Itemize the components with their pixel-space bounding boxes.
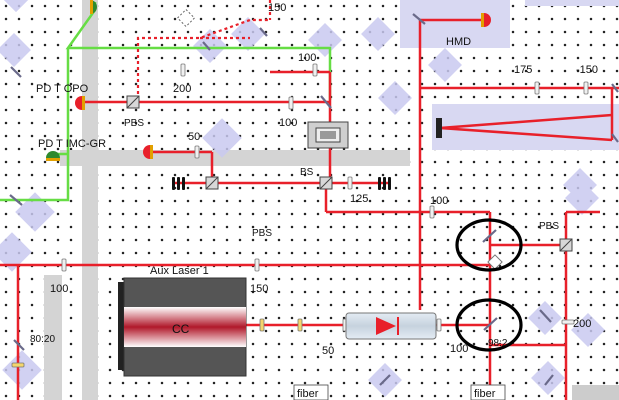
label-ratio-80-20: 80:20 — [30, 334, 55, 345]
distance-100-left: 100 — [50, 283, 68, 295]
distance-50-upper: 50 — [188, 131, 200, 143]
distance-200-right: 200 — [573, 318, 591, 330]
beam-splitter-cubes — [126, 95, 573, 252]
component-labels: PD T OPO PBS PD T IMC-GR BS PBS PBS HMD … — [30, 36, 559, 400]
label-cc: CC — [172, 322, 190, 336]
distance-100-top: 100 — [298, 52, 316, 64]
distance-100-bottom: 100 — [450, 343, 468, 355]
label-bs: BS — [300, 167, 314, 178]
red-beam — [0, 18, 619, 400]
waveplate-small — [487, 254, 503, 270]
label-fiber-2: fiber — [474, 388, 496, 400]
lenses — [11, 63, 589, 368]
label-pbs-right: PBS — [539, 221, 559, 232]
aux-laser-1 — [118, 277, 247, 377]
distance-neg150: -150 — [576, 64, 598, 76]
label-pd-t-imc: PD T IMC-GR — [38, 138, 106, 150]
label-fiber-1: fiber — [297, 388, 319, 400]
long-cavity-end — [436, 118, 442, 138]
label-ratio-98-2: 98:2 — [488, 338, 508, 349]
cavity-mount — [307, 121, 349, 149]
distance-100-mid: 100 — [279, 117, 297, 129]
label-pd-t-opo: PD T OPO — [36, 83, 89, 95]
distance-100-right: 100 — [430, 195, 448, 207]
distance-50-lower: 50 — [322, 345, 334, 357]
distance-labels: 150 100 200 100 50 175 -150 125 100 100 … — [50, 2, 598, 357]
distance-150-lower: 150 — [250, 283, 268, 295]
mirrors — [9, 13, 619, 386]
label-hmd: HMD — [446, 36, 471, 48]
distance-200: 200 — [173, 83, 191, 95]
label-aux-laser: Aux Laser 1 — [150, 265, 209, 277]
distance-150-top: 150 — [268, 2, 286, 14]
label-pbs-top: PBS — [124, 118, 144, 129]
annotation-circles — [455, 218, 523, 352]
dotted-beam — [136, 0, 272, 100]
label-pbs-mid: PBS — [252, 228, 272, 239]
beam-dumps — [172, 177, 391, 190]
distance-125: 125 — [350, 193, 368, 205]
faraday-isolator — [345, 312, 437, 340]
distance-175: 175 — [514, 64, 532, 76]
photodetectors — [46, 0, 491, 161]
fiber-boxes — [293, 384, 506, 400]
